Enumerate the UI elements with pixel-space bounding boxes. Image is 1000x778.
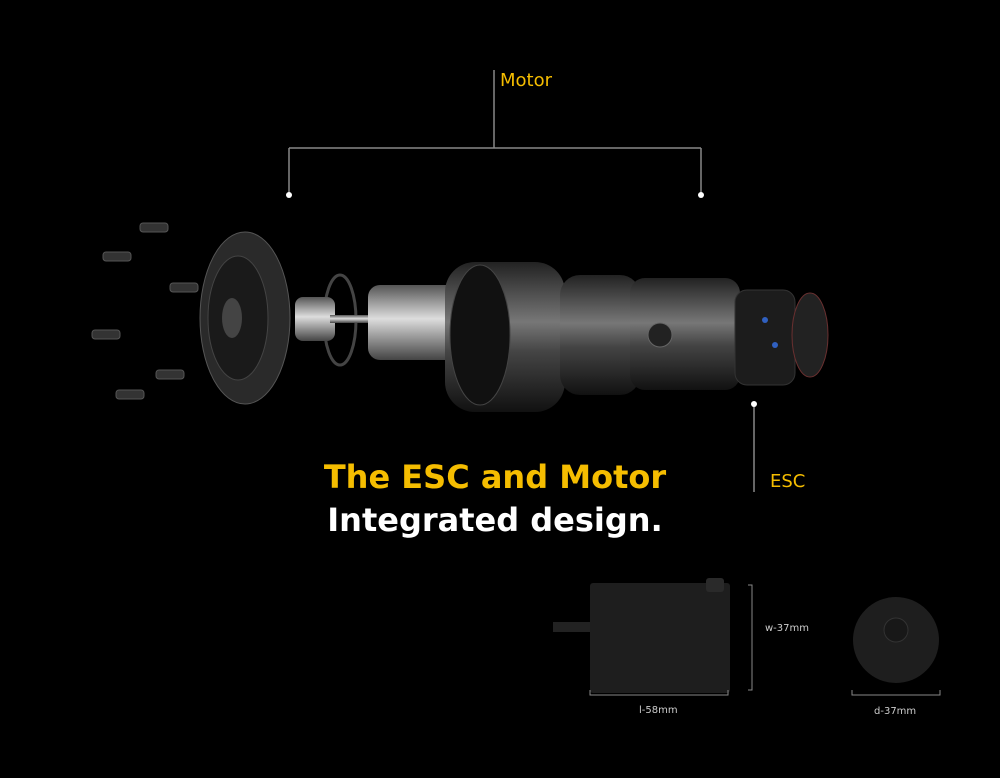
dimension-brackets <box>589 584 941 696</box>
esc-pointer-dot <box>751 401 757 407</box>
side-view-diagram <box>553 578 730 693</box>
motor-label: Motor <box>500 70 553 91</box>
shaft <box>330 315 375 323</box>
width-dimension: w-37mm <box>765 623 809 634</box>
front-view-diagram <box>853 597 939 683</box>
motor-bracket <box>288 70 702 195</box>
motor-pointer-dot-right <box>698 192 704 198</box>
esc-label: ESC <box>770 471 806 492</box>
bearing <box>295 297 335 341</box>
headline-secondary: Integrated design. <box>327 501 663 539</box>
diameter-dimension: d-37mm <box>874 706 917 717</box>
stator-housing <box>445 262 740 412</box>
motor-pointer-dot-left <box>286 192 292 198</box>
length-dimension: l-58mm <box>639 705 678 716</box>
screws <box>91 222 199 400</box>
end-cap <box>199 231 291 405</box>
headline-primary: The ESC and Motor <box>323 458 667 496</box>
esc-module <box>734 289 829 386</box>
